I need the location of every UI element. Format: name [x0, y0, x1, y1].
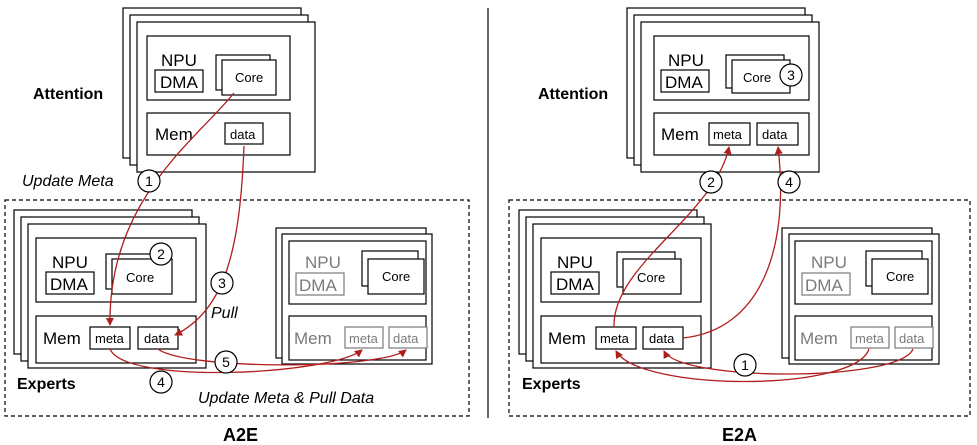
a2e-step-2: 2 [157, 246, 165, 262]
e2a-arrow-faded-meta-to-meta [615, 348, 870, 383]
a2e-update-meta-pull-data-text: Update Meta & Pull Data [198, 390, 374, 407]
a2e-faded-meta-box [344, 326, 384, 349]
a2e-faded-dma-box [295, 272, 345, 296]
a2e-expert-core-label: Core [126, 270, 154, 285]
a2e-expert-meta-label: meta [95, 331, 125, 346]
a2e-faded-core-box [367, 258, 425, 295]
a2e-attention-label: Attention [33, 86, 103, 103]
a2e-panel: Attention NPU DMA Core Mem data Experts … [4, 7, 470, 445]
e2a-faded-meta-box [850, 326, 890, 349]
e2a-step-4-circle [777, 170, 801, 194]
e2a-faded-mem-label: Mem [800, 329, 838, 348]
e2a-expert-npu-label: NPU [557, 253, 593, 272]
a2e-faded-core-label: Core [382, 269, 410, 284]
a2e-attention-dma-label: DMA [160, 73, 198, 92]
a2e-expert-card-active [13, 209, 207, 369]
e2a-faded-data-box [894, 326, 934, 349]
a2e-step-1-circle [137, 169, 161, 193]
a2e-pull-text: Pull [211, 305, 238, 322]
a2e-step-3-circle [210, 271, 234, 295]
e2a-faded-meta-label: meta [855, 331, 885, 346]
e2a-faded-dma-box [801, 272, 851, 296]
e2a-panel: Attention NPU DMA Core Mem meta data Exp… [508, 7, 971, 445]
a2e-step-5-circle [214, 350, 238, 374]
e2a-experts-group [508, 199, 971, 417]
a2e-arrow-pull-data-remote [157, 348, 407, 366]
e2a-step-2: 2 [707, 174, 715, 190]
e2a-faded-core-box [871, 258, 929, 295]
a2e-faded-dma-label: DMA [299, 276, 337, 295]
a2e-step-1: 1 [145, 173, 153, 189]
e2a-attention-dma-box [660, 69, 710, 93]
a2e-expert-data-label: data [144, 331, 170, 346]
e2a-attention-data-box [756, 122, 799, 146]
a2e-step-5: 5 [222, 354, 230, 370]
e2a-expert-meta-label: meta [600, 331, 630, 346]
a2e-attention-npu-label: NPU [161, 51, 197, 70]
e2a-caption: E2A [722, 425, 757, 445]
e2a-expert-core-label: Core [637, 270, 665, 285]
a2e-expert-npu-label: NPU [52, 253, 88, 272]
a2e-attention-card [122, 7, 316, 173]
e2a-attention-npu-label: NPU [668, 51, 704, 70]
e2a-faded-npu-label: NPU [811, 253, 847, 272]
a2e-faded-data-label: data [393, 331, 419, 346]
a2e-faded-data-box [388, 326, 428, 349]
e2a-attention-core-label: Core [743, 70, 771, 85]
a2e-attention-mem-box [146, 112, 291, 156]
a2e-step-4: 4 [157, 374, 165, 390]
a2e-faded-npu-label: NPU [305, 253, 341, 272]
e2a-arrow-meta-to-attention [613, 146, 732, 328]
e2a-faded-core-label: Core [886, 269, 914, 284]
a2e-expert-dma-label: DMA [50, 275, 88, 294]
e2a-expert-dma-label: DMA [556, 275, 594, 294]
e2a-step-3: 3 [787, 67, 795, 83]
a2e-expert-dma-box [45, 271, 95, 295]
a2e-faded-mem-label: Mem [294, 329, 332, 348]
a2e-arrow-pull [174, 145, 245, 336]
e2a-step-1-circle [733, 353, 757, 377]
e2a-faded-dma-label: DMA [805, 276, 843, 295]
e2a-attention-mem-label: Mem [661, 125, 699, 144]
a2e-experts-group [4, 199, 470, 417]
e2a-attention-card [626, 7, 820, 173]
e2a-step-3-circle [779, 63, 803, 87]
a2e-attention-mem-label: Mem [155, 125, 193, 144]
a2e-experts-label: Experts [17, 376, 76, 393]
a2e-expert-mem-label: Mem [43, 329, 81, 348]
a2e-faded-meta-label: meta [349, 331, 379, 346]
e2a-faded-data-label: data [899, 331, 925, 346]
e2a-experts-label: Experts [522, 376, 581, 393]
e2a-attention-data-label: data [762, 127, 788, 142]
e2a-expert-mem-label: Mem [548, 329, 586, 348]
a2e-step-4-circle [149, 370, 173, 394]
e2a-expert-card-active [518, 209, 712, 369]
e2a-attention-label: Attention [538, 86, 608, 103]
a2e-step-3: 3 [218, 275, 226, 291]
e2a-attention-meta-label: meta [713, 127, 743, 142]
e2a-expert-data-label: data [649, 331, 675, 346]
e2a-expert-meta-box [595, 326, 637, 350]
e2a-step-2-circle [699, 170, 723, 194]
a2e-attention-data-label: data [230, 127, 256, 142]
a2e-update-meta-text: Update Meta [22, 173, 114, 190]
a2e-expert-card-faded [275, 227, 433, 365]
e2a-arrow-faded-data-to-data [663, 348, 914, 375]
a2e-caption: A2E [223, 425, 258, 445]
e2a-attention-dma-label: DMA [665, 73, 703, 92]
a2e-step-2-circle [149, 242, 173, 266]
a2e-attention-dma-box [154, 69, 204, 93]
e2a-step-4: 4 [785, 174, 793, 190]
a2e-attention-core-box [221, 59, 277, 96]
e2a-step-1: 1 [741, 357, 749, 373]
e2a-attention-meta-box [708, 122, 751, 146]
e2a-expert-dma-box [550, 271, 600, 295]
a2e-attention-data-box [224, 122, 264, 145]
a2e-attention-core-label: Core [235, 70, 263, 85]
e2a-expert-card-faded [781, 227, 940, 365]
